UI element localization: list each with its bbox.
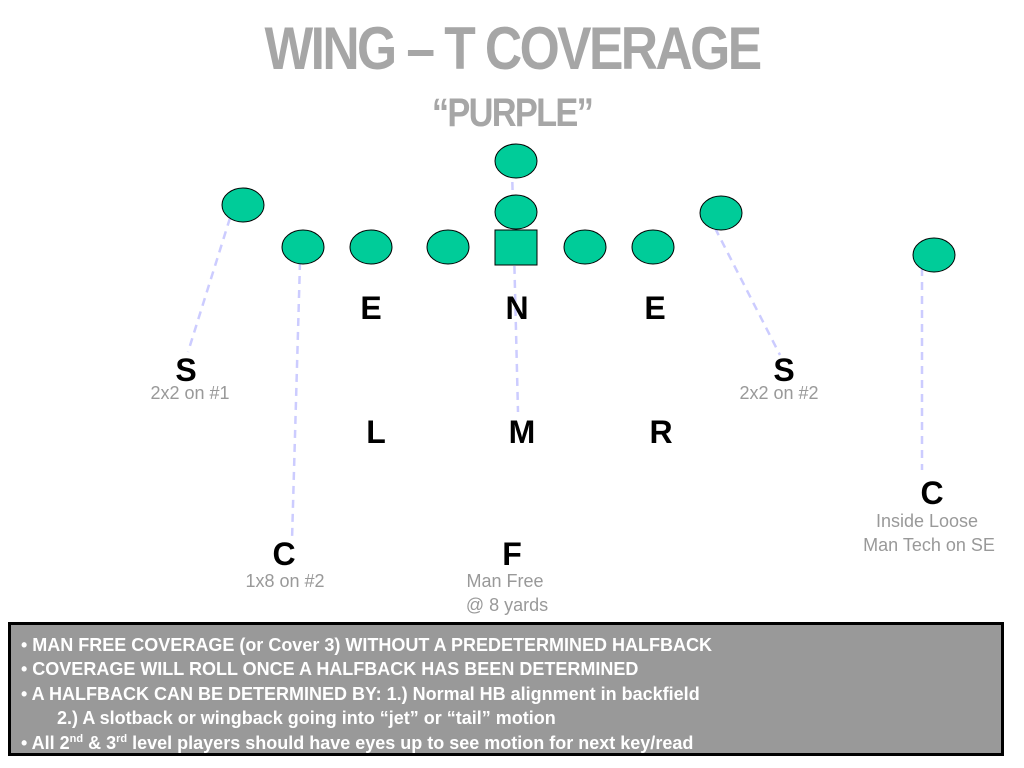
corner-left-note: 1x8 on #2: [245, 571, 325, 591]
player-right-wing: [699, 195, 743, 231]
route-free: [510, 167, 520, 413]
player-fullback: [494, 143, 538, 179]
coaching-notes-box: • MAN FREE COVERAGE (or Cover 3) WITHOUT…: [8, 622, 1004, 756]
safety-right-note: 2x2 on #2: [739, 383, 819, 403]
notes-line-5-sup-nd: nd: [69, 732, 84, 745]
player-right-guard: [563, 229, 607, 265]
page-subtitle: “PURPLE”: [431, 91, 594, 135]
route-left-corner: [290, 261, 302, 541]
safety-left-note: 2x2 on #1: [150, 383, 230, 403]
player-left-tackle: [349, 229, 393, 265]
defender-corner-left: C: [272, 536, 296, 572]
notes-line-3: • A HALFBACK CAN BE DETERMINED BY: 1.) N…: [21, 683, 700, 704]
notes-line-5-part-a: • All 2: [21, 732, 70, 753]
route-left-safety: [186, 217, 232, 353]
route-right-safety: [713, 227, 782, 356]
defender-free-safety: F: [502, 536, 522, 572]
notes-line-1: • MAN FREE COVERAGE (or Cover 3) WITHOUT…: [21, 635, 712, 655]
player-left-wing: [221, 187, 265, 223]
player-center: [494, 229, 538, 266]
notes-line-2: • COVERAGE WILL ROLL ONCE A HALFBACK HAS…: [21, 659, 639, 680]
notes-line-5-sup-rd: rd: [116, 732, 128, 745]
corner-right-note-2: Man Tech on SE: [863, 535, 995, 555]
notes-line-5-part-b: & 3: [83, 732, 117, 753]
player-quarterback: [494, 194, 538, 230]
notes-line-5-part-c: level players should have eyes up to see…: [127, 732, 694, 753]
defender-end-right: E: [644, 290, 666, 326]
defender-end-left: E: [360, 290, 382, 326]
linebacker-left: L: [366, 414, 386, 450]
play-diagram: [186, 143, 956, 541]
route-lines: [186, 167, 924, 541]
free-note-1: Man Free: [466, 571, 544, 591]
notes-line-4: 2.) A slotback or wingback going into “j…: [57, 708, 556, 729]
defender-safety-left: S: [175, 352, 197, 388]
defender-safety-right: S: [773, 352, 795, 388]
player-split-end: [912, 237, 956, 273]
player-left-guard: [426, 229, 470, 265]
player-right-tackle: [631, 229, 675, 265]
defender-corner-right: C: [920, 475, 944, 511]
notes-line-5: • All 2nd & 3rd level players should hav…: [21, 731, 991, 755]
free-note-2: @ 8 yards: [465, 595, 549, 615]
page-title: WING – T COVERAGE: [264, 15, 762, 82]
offense-players: [221, 143, 956, 273]
defender-nose: N: [505, 290, 529, 326]
corner-right-note-1: Inside Loose: [875, 511, 979, 531]
linebacker-middle: M: [508, 414, 536, 450]
player-left-tight-end: [281, 229, 325, 265]
linebacker-right: R: [649, 414, 673, 450]
